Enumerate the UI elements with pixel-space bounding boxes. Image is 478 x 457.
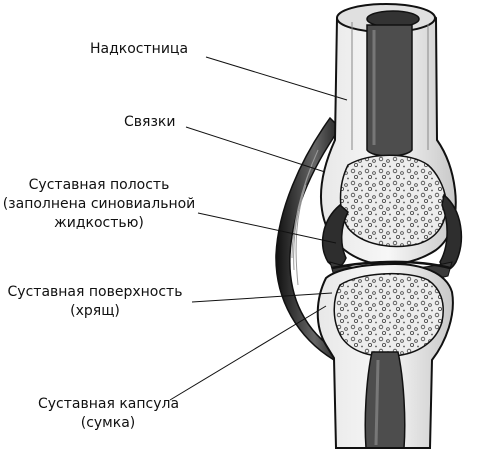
label-joint-capsule: Суставная капсула (сумка) [38,395,180,433]
leader-articular-surface [191,292,333,303]
label-periosteum-text: Надкостница [90,41,189,57]
ligament-stripes [291,149,319,286]
label-articular-surface-line2: (хрящ) [70,303,120,319]
articular-cartilage [331,260,451,270]
upper-spongy-bone [339,154,447,248]
lower-marrow-cavity [364,351,406,449]
label-joint-cavity: Суставная полость (заполнена синовиально… [0,176,198,233]
label-joint-capsule-line2: (сумка) [80,415,136,431]
leader-joint-capsule [169,305,327,401]
label-articular-surface: Суставная поверхность (хрящ) [0,283,190,321]
label-joint-cavity-line2: (заполнена синовиальной [2,196,196,212]
leader-joint-cavity [197,212,337,244]
label-ligaments-text: Связки [124,114,176,130]
label-joint-cavity-line1: Суставная полость [28,177,170,193]
label-ligaments: Связки [124,113,175,132]
label-periosteum: Надкостница [90,40,188,59]
lower-spongy-bone [333,272,444,358]
leader-ligaments [185,126,326,173]
label-joint-cavity-line3: жидкостью) [54,215,144,231]
label-articular-surface-line1: Суставная поверхность [7,284,183,300]
label-joint-capsule-line1: Суставная капсула [38,396,180,412]
leader-periosteum [205,56,348,101]
